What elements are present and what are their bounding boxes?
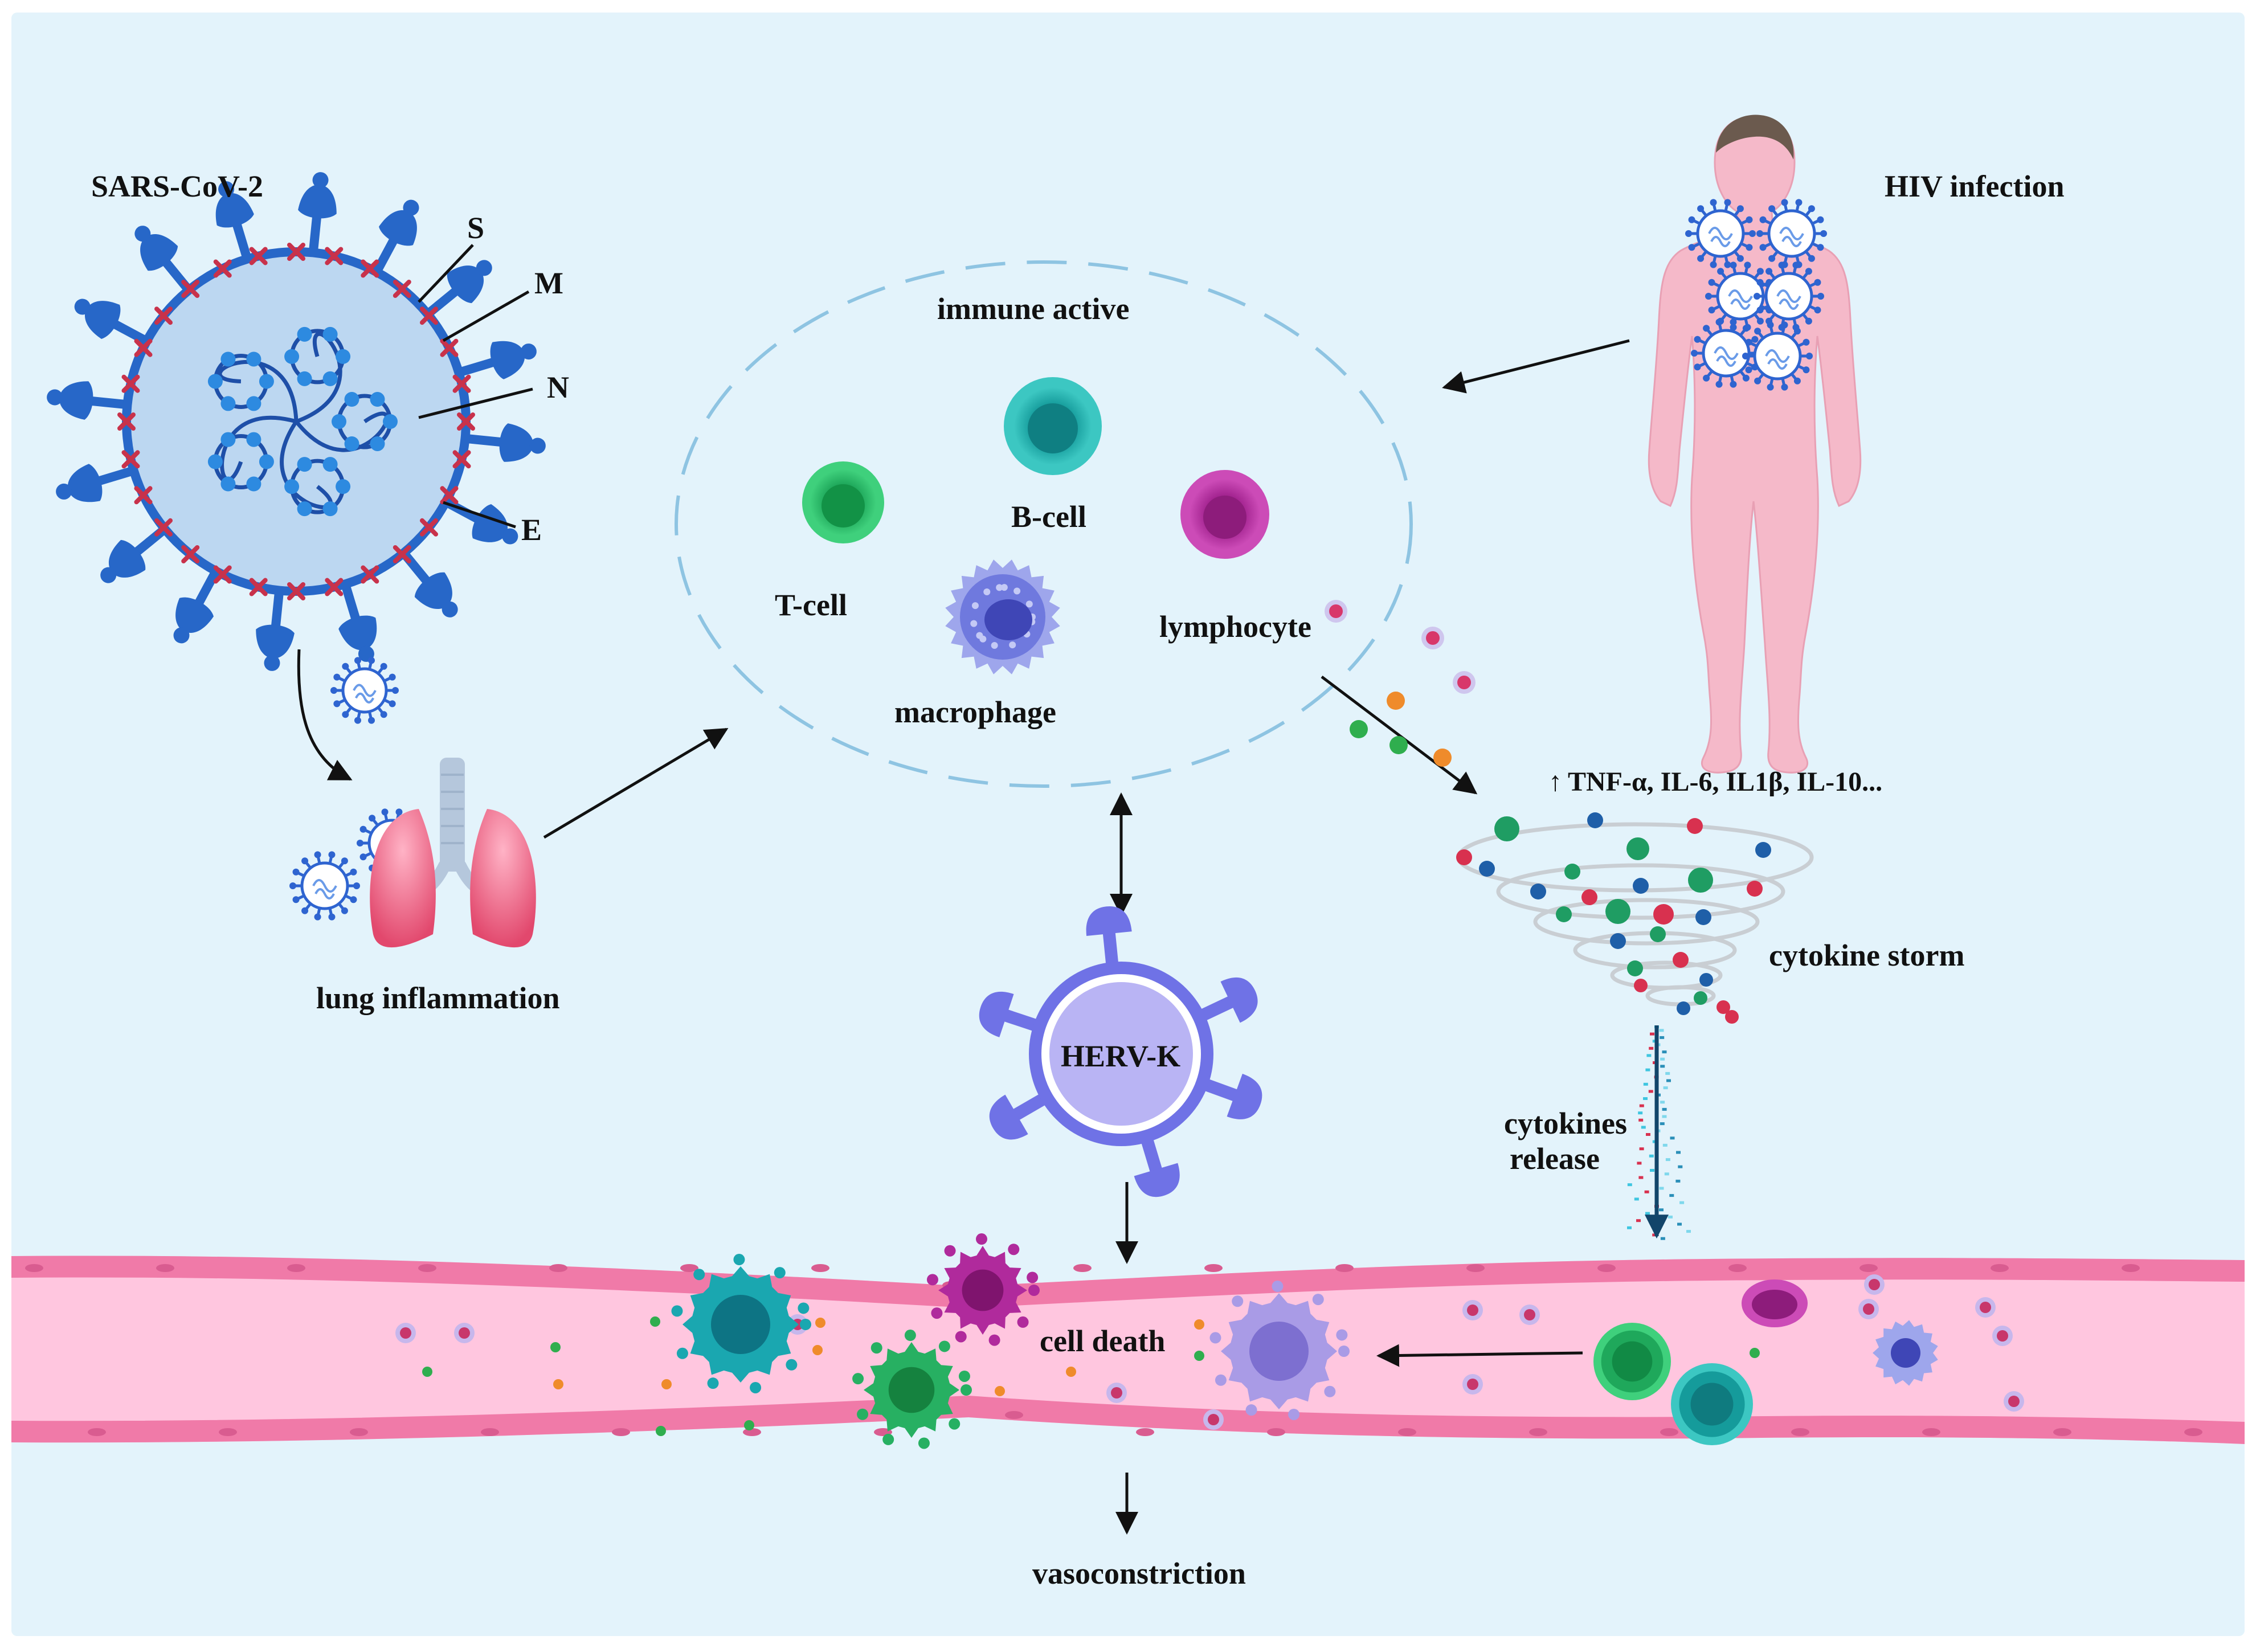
arrow-cells-to-death — [1376, 1344, 1583, 1367]
herv-k-label: HERV-K — [1061, 1039, 1180, 1073]
cytokine-up-arrow: ↑ — [1548, 767, 1562, 797]
virus-part-e-label: E — [521, 513, 542, 547]
cytokine-storm-label: cytokine storm — [1769, 938, 1964, 972]
human-body-icon — [1648, 115, 1862, 774]
released-cytokine-dots — [1325, 600, 1476, 767]
hiv-virions — [1685, 199, 1827, 391]
cytokine-list-label: TNF-α, IL-6, IL1β, IL-10... — [1568, 767, 1882, 797]
t-cell-label: T-cell — [775, 588, 847, 622]
virus-part-s-label: S — [467, 211, 484, 245]
lymphocyte-label: lymphocyte — [1159, 610, 1311, 644]
macrophage-label: macrophage — [894, 695, 1056, 729]
cell-death-label: cell death — [1040, 1324, 1165, 1358]
arrow-lungs-to-immune — [543, 727, 729, 839]
cytokines-release-label-1: cytokines — [1504, 1106, 1627, 1140]
sars-cov-2-virus — [47, 172, 546, 671]
immune-active-boundary — [675, 260, 1413, 788]
t-cell-icon — [802, 461, 884, 543]
sars-label: SARS-CoV-2 — [91, 169, 263, 203]
immune-active-label: immune active — [937, 292, 1129, 326]
b-cell-label: B-cell — [1011, 500, 1086, 534]
vessel-contents — [395, 1233, 2024, 1449]
virus-part-m-label: M — [534, 266, 563, 300]
virus-part-pointers — [418, 244, 533, 529]
lymphocyte-icon — [1180, 470, 1269, 559]
lungs-icon — [370, 758, 536, 948]
cytokine-storm-dots — [1456, 812, 1771, 1024]
lung-inflammation-label: lung inflammation — [316, 981, 560, 1015]
hiv-label: HIV infection — [1885, 169, 2065, 203]
cytokines-release-label-2: release — [1510, 1142, 1600, 1176]
macrophage-icon — [945, 559, 1060, 674]
arrow-hiv-to-immune — [1442, 339, 1630, 394]
virus-part-n-label: N — [547, 370, 569, 404]
arrow-immune-to-cytokine — [1321, 676, 1478, 795]
arrow-virus-to-lungs — [297, 649, 353, 781]
b-cell-icon — [1004, 377, 1102, 475]
herv-k-virus — [979, 906, 1262, 1197]
vasoconstriction-label: vasoconstriction — [1032, 1556, 1246, 1590]
